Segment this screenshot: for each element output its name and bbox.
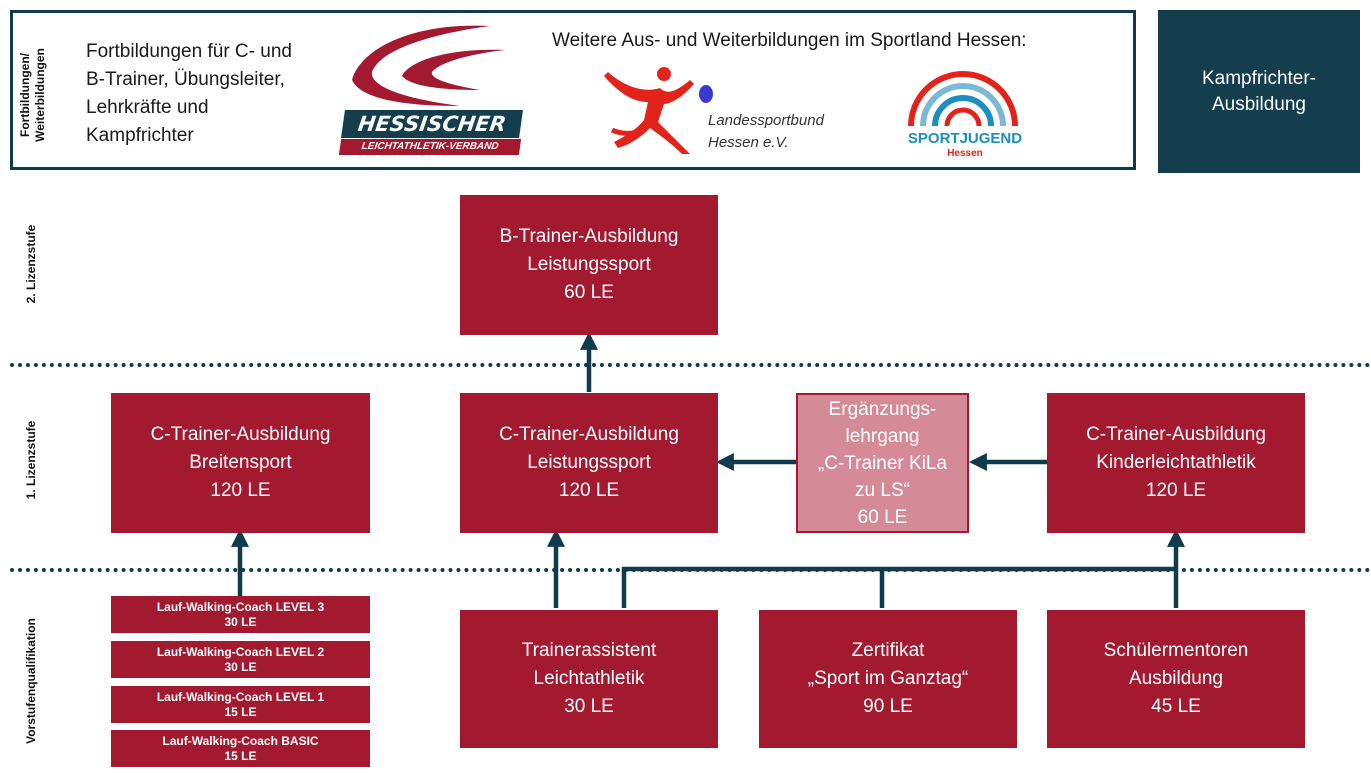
box-line: Ergänzungs- (828, 398, 937, 420)
box-line: zu LS“ (855, 479, 910, 501)
c-trainer-kinderleichtathletik-box: C-Trainer-Ausbildung Kinderleichtathleti… (1047, 393, 1305, 533)
lsb-runner-icon (604, 67, 713, 154)
box-line: 60 LE (564, 282, 614, 303)
box-line: Kinderleichtathletik (1096, 452, 1256, 473)
box-line: Zertifikat (851, 640, 925, 661)
box-line: 120 LE (558, 480, 620, 501)
kampfrichter-line: Ausbildung (1211, 93, 1307, 115)
box-line: 90 LE (863, 696, 913, 717)
walking-label: Lauf-Walking-Coach LEVEL 1 (156, 689, 325, 704)
box-line: Breitensport (189, 452, 292, 473)
lsb-logo: Landessportbund Hessen e.V. (598, 62, 838, 162)
b-trainer-box: B-Trainer-Ausbildung Leistungssport 60 L… (460, 195, 718, 335)
kampfrichter-line: Kampfrichter- (1201, 67, 1317, 89)
box-line: Leichtathletik (533, 668, 645, 689)
box-line: 30 LE (564, 696, 614, 717)
description-line: B-Trainer, Übungsleiter, (86, 69, 285, 90)
box-line: C-Trainer-Ausbildung (1086, 424, 1266, 445)
description-line: Fortbildungen für C- und (86, 41, 292, 62)
walking-label: Lauf-Walking-Coach LEVEL 2 (156, 644, 325, 659)
box-line: „C-Trainer KiLa (817, 452, 948, 474)
box-line: C-Trainer-Ausbildung (499, 424, 679, 445)
walking-le: 15 LE (224, 748, 257, 763)
erganzungslehrgang-box: Ergänzungs- lehrgang „C-Trainer KiLa zu … (796, 393, 969, 533)
description-line: Lehrkräfte und (86, 97, 209, 118)
zertifikat-box: Zertifikat „Sport im Ganztag“ 90 LE (759, 610, 1017, 748)
sportjugend-rainbow-icon (908, 71, 1018, 127)
sportjugend-logo: SPORTJUGEND Hessen (895, 60, 1035, 165)
description-line: Kampfrichter (86, 125, 194, 146)
header-description: Fortbildungen für C- und B-Trainer, Übun… (86, 38, 336, 150)
box-line: Leistungssport (527, 452, 651, 473)
box-line: lehrgang (845, 425, 920, 447)
box-line: Schülermentoren (1103, 640, 1249, 661)
box-line: 60 LE (857, 506, 908, 528)
box-line: 120 LE (1145, 480, 1207, 501)
walking-coach-level2-box: Lauf-Walking-Coach LEVEL 2 30 LE (111, 641, 370, 678)
hlv-swoosh-icon (352, 25, 505, 106)
kampfrichter-box: Kampfrichter- Ausbildung (1158, 10, 1360, 173)
lsb-name-line2: Hessen e.V. (708, 134, 789, 151)
box-line: Trainerassistent (521, 640, 657, 661)
trainerassistent-box: Trainerassistent Leichtathletik 30 LE (460, 610, 718, 748)
walking-le: 15 LE (224, 704, 257, 719)
walking-coach-level1-box: Lauf-Walking-Coach LEVEL 1 15 LE (111, 686, 370, 723)
sportjugend-name: SPORTJUGEND (907, 130, 1023, 147)
walking-coach-level3-box: Lauf-Walking-Coach LEVEL 3 30 LE (111, 596, 370, 633)
sportjugend-sub: Hessen (947, 148, 983, 159)
box-line: 120 LE (210, 480, 271, 501)
box-line: C-Trainer-Ausbildung (150, 424, 331, 445)
c-trainer-leistungssport-box: C-Trainer-Ausbildung Leistungssport 120 … (460, 393, 718, 533)
box-line: „Sport im Ganztag“ (807, 668, 969, 689)
box-line: 45 LE (1151, 696, 1201, 717)
c-trainer-breitensport-box: C-Trainer-Ausbildung Breitensport 120 LE (111, 393, 370, 533)
box-line: B-Trainer-Ausbildung (499, 226, 679, 247)
box-line: Ausbildung (1128, 668, 1224, 689)
lsb-name-line1: Landessportbund (708, 112, 824, 129)
box-line: Leistungssport (527, 254, 651, 275)
hlv-logo: HESSISCHER LEICHTATHLETIK-VERBAND (338, 20, 525, 160)
walking-label: Lauf-Walking-Coach LEVEL 3 (156, 599, 325, 614)
more-trainings-text: Weitere Aus- und Weiterbildungen im Spor… (552, 30, 1027, 51)
walking-label: Lauf-Walking-Coach BASIC (162, 733, 319, 748)
level-separator-top (10, 363, 1371, 367)
schuelermentoren-box: Schülermentoren Ausbildung 45 LE (1047, 610, 1305, 748)
walking-coach-basic-box: Lauf-Walking-Coach BASIC 15 LE (111, 730, 370, 767)
walking-le: 30 LE (224, 659, 257, 674)
walking-le: 30 LE (224, 614, 257, 629)
